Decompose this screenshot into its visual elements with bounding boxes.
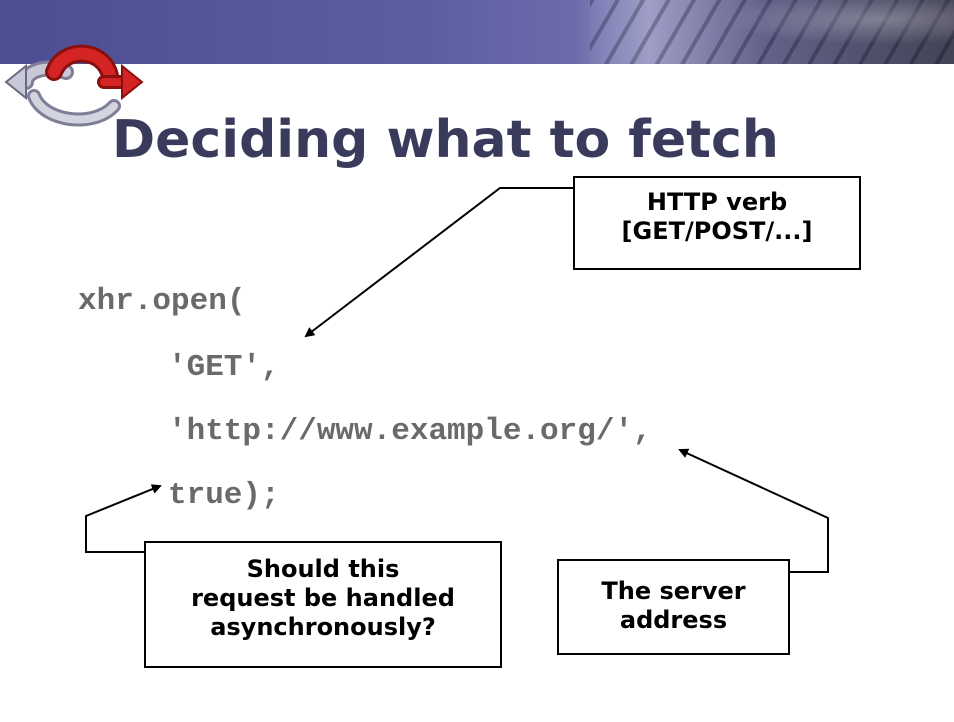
- callout-server-line1: The server: [601, 577, 746, 605]
- callout-server-address: The server address: [557, 559, 790, 655]
- http-verb-connector: [304, 187, 574, 338]
- callout-async-line2: request be handled: [191, 584, 455, 612]
- slide-title: Deciding what to fetch: [112, 110, 779, 170]
- code-line-async-flag: true);: [168, 478, 280, 513]
- callout-server-line2: address: [619, 606, 728, 634]
- keyboard-banner-icon: [590, 0, 954, 64]
- header-band: [0, 0, 954, 64]
- circular-arrows-logo-icon: [4, 44, 144, 127]
- callout-http-verb-line1: HTTP verb: [646, 188, 788, 216]
- callout-http-verb: HTTP verb [GET/POST/...]: [573, 176, 861, 270]
- callout-http-verb-line2: [GET/POST/...]: [621, 217, 813, 245]
- callout-async-line1: Should this: [246, 555, 400, 583]
- callout-async-line3: asynchronously?: [210, 613, 436, 641]
- callout-async: Should this request be handled asynchron…: [144, 541, 502, 668]
- code-line-xhr-open: xhr.open(: [78, 284, 246, 319]
- code-line-method: 'GET',: [168, 350, 280, 385]
- code-line-url: 'http://www.example.org/',: [168, 414, 652, 449]
- server-connector: [678, 448, 829, 573]
